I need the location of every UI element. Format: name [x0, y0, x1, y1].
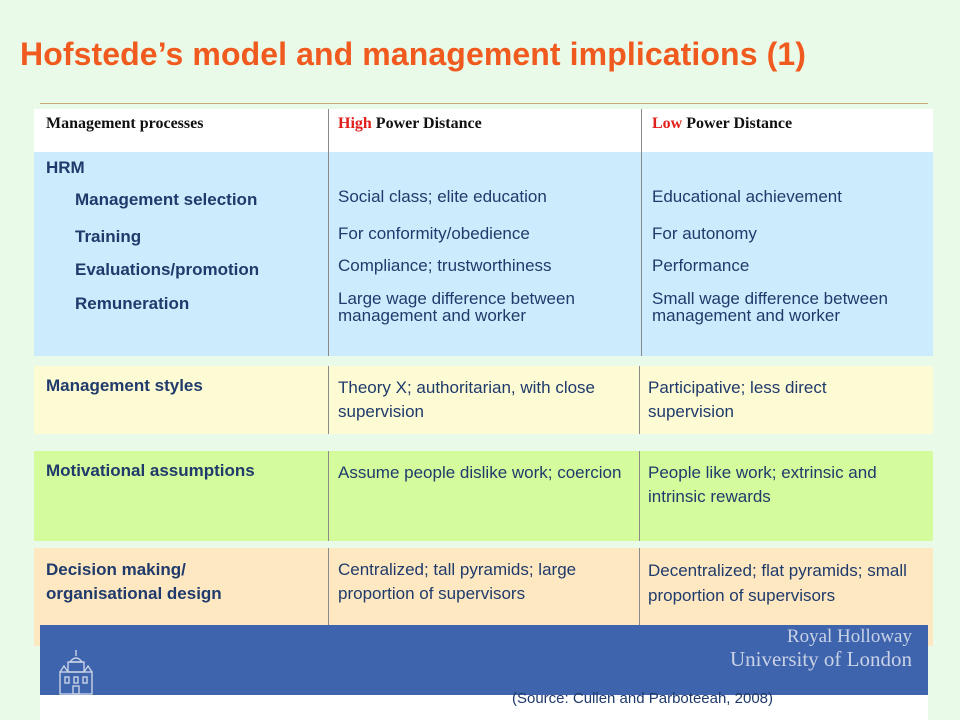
column-divider [328, 548, 329, 646]
high-cell: Assume people dislike work; coercion [338, 463, 622, 482]
motivational-assumptions-section: Motivational assumptions Assume people d… [34, 451, 933, 541]
footer-bar: Royal Holloway University of London [40, 625, 928, 695]
column-divider [328, 152, 329, 356]
table-header: Management processes High Power Distance… [34, 109, 933, 152]
high-cell: Theory X; authoritarian, with close supe… [338, 378, 596, 421]
row-label: Motivational assumptions [46, 461, 255, 480]
row-label: Decision making/ organisational design [46, 560, 222, 603]
wordmark-line1: Royal Holloway [786, 626, 912, 647]
hrm-heading: HRM [46, 158, 85, 177]
footer-strip [40, 695, 928, 720]
row-label: Management selection [75, 190, 258, 209]
wordmark-line2: University of London [730, 647, 912, 671]
header-low-rest: Power Distance [682, 115, 793, 132]
column-divider [328, 451, 329, 541]
header-high-rest: Power Distance [371, 115, 482, 132]
low-cell: Participative; less direct supervision [648, 378, 827, 421]
row-label: Management styles [46, 376, 203, 395]
low-cell: Small wage difference between management… [652, 289, 888, 325]
slide-title: Hofstede’s model and management implicat… [20, 36, 806, 72]
row-label: Evaluations/promotion [75, 260, 260, 279]
title-rule [40, 103, 928, 104]
hrm-section: HRM Management selection Social class; e… [34, 152, 933, 356]
university-wordmark: Royal Holloway University of London [730, 626, 912, 672]
building-crest-icon [59, 650, 93, 695]
column-divider [639, 451, 640, 541]
high-cell: Compliance; trustworthiness [338, 256, 552, 275]
header-management-processes: Management processes [46, 115, 204, 132]
low-cell: Educational achievement [652, 187, 842, 206]
low-cell: For autonomy [652, 224, 757, 243]
low-cell: People like work; extrinsic and intrinsi… [648, 463, 877, 506]
row-label: Remuneration [75, 294, 190, 313]
high-cell: Large wage difference between management… [338, 289, 575, 325]
management-styles-section: Management styles Theory X; authoritaria… [34, 366, 933, 434]
column-divider [641, 152, 642, 356]
header-high-word: High [338, 115, 372, 132]
column-divider [639, 548, 640, 646]
header-low-power-distance: Low Power Distance [652, 115, 792, 133]
column-divider [328, 366, 329, 434]
low-cell: Decentralized; flat pyramids; small prop… [648, 561, 907, 605]
source-citation: (Source: Cullen and Parboteeah, 2008) [512, 690, 774, 707]
high-cell: For conformity/obedience [338, 224, 530, 243]
column-divider [641, 109, 642, 152]
low-cell: Performance [652, 256, 750, 275]
high-cell: Centralized; tall pyramids; large propor… [338, 560, 577, 603]
high-cell: Social class; elite education [338, 187, 547, 206]
column-divider [328, 109, 329, 152]
header-low-word: Low [652, 115, 683, 132]
header-high-power-distance: High Power Distance [338, 115, 482, 133]
row-label: Training [75, 227, 142, 246]
column-divider [639, 366, 640, 434]
